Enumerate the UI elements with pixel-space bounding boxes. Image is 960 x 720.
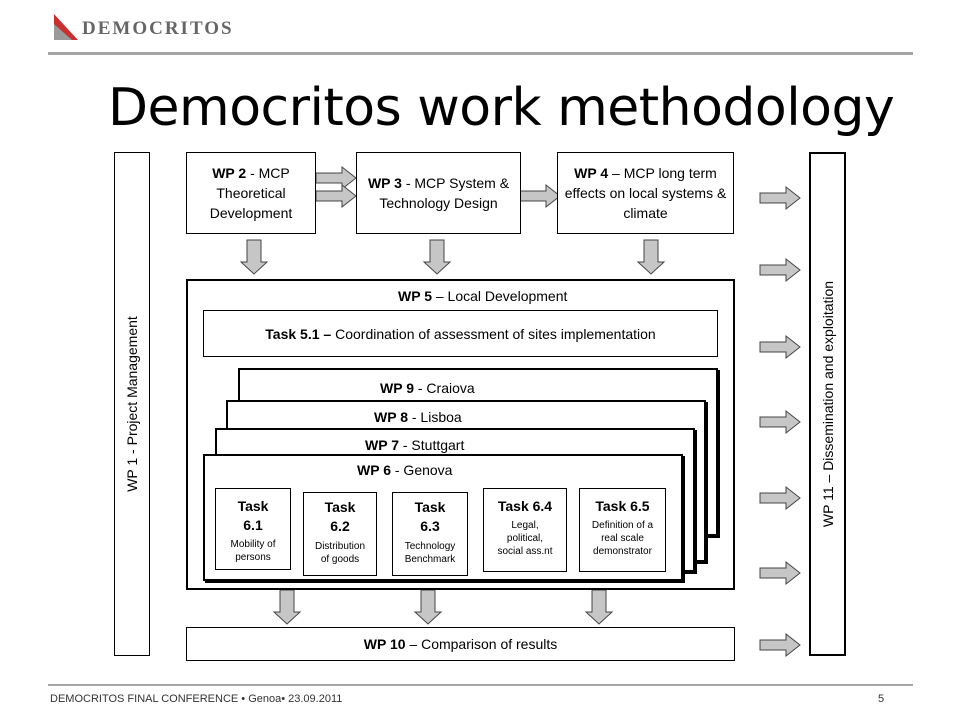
arrow-right-icon [759,258,801,282]
page-title: Democritos work methodology [108,78,895,138]
arrow-right-icon [759,410,801,434]
wp4-id: WP 4 [574,165,609,181]
wp8-title: WP 8 - Lisboa [374,409,462,425]
wp1-label: WP 1 - Project Management [124,316,140,492]
arrow-right-icon [759,561,801,585]
task-6-4-id: Task 6.4 [497,498,553,514]
wp9-id: WP 9 [380,380,414,396]
task-5-1-box: Task 5.1 – Coordination of assessment of… [203,310,718,357]
wp8-id: WP 8 [374,409,408,425]
arrow-right-icon [759,186,801,210]
wp2-text: - MCP Theoretical Development [209,165,293,221]
logo-mark-icon [54,14,78,40]
wp5-text: – Local Development [431,288,568,304]
task-6-4-desc: Legal, political, social ass.nt [497,520,553,557]
wp10-text: – Comparison of results [405,636,558,652]
task-6-1-desc: Mobility of persons [230,539,276,563]
democritos-logo: DEMOCRITOS [52,12,302,44]
wp3-id: WP 3 [367,175,402,191]
arrow-right-icon [759,335,801,359]
wp7-title: WP 7 - Stuttgart [365,437,464,453]
logo-text: DEMOCRITOS [82,18,234,39]
task-6-4: Task 6.4 Legal, political, social ass.nt [483,488,567,572]
arrow-right-icon [315,184,357,208]
wp4-box: WP 4 – MCP long term effects on local sy… [557,152,734,234]
wp5-id: WP 5 [398,288,432,304]
wp4-text: – MCP long term effects on local systems… [564,165,727,221]
wp9-title: WP 9 - Craiova [380,380,475,396]
arrow-down-icon [273,589,301,625]
task-6-5-id: Task 6.5 [595,498,650,514]
wp7-id: WP 7 [365,437,399,453]
task-6-2: Task 6.2 Distribution of goods [303,492,377,576]
wp3-text: - MCP System & Technology Design [379,175,510,211]
wp2-id: WP 2 [212,165,247,181]
arrow-right-icon [315,166,357,190]
page-number: 5 [878,693,885,705]
wp10-id: WP 10 [363,636,406,652]
wp8-text: - Lisboa [407,409,462,425]
task-6-1-id: Task 6.1 [237,498,269,533]
task-6-3-id: Task 6.3 [414,499,446,534]
wp6-id: WP 6 [357,462,391,478]
arrow-down-icon [240,239,268,275]
arrow-down-icon [637,239,665,275]
wp6-title: WP 6 - Genova [357,462,452,478]
footer-text: DEMOCRITOS FINAL CONFERENCE • Genoa• 23.… [50,693,343,705]
wp7-text: - Stuttgart [398,437,465,453]
task-6-2-desc: Distribution of goods [314,541,366,565]
wp10-box: WP 10 – Comparison of results [186,627,735,661]
arrow-right-icon [759,486,801,510]
footer-rule [48,684,913,686]
wp6-text: - Genova [390,462,453,478]
task-6-1: Task 6.1 Mobility of persons [215,488,291,570]
arrow-down-icon [414,589,442,625]
arrow-right-icon [519,184,561,208]
task51-id: Task 5.1 – [265,325,332,342]
header-rule [48,52,913,55]
task-6-2-id: Task 6.2 [324,499,356,534]
task-6-3-desc: Technology Benchmark [404,541,456,565]
task-6-3: Task 6.3 Technology Benchmark [392,492,468,576]
wp11-dissemination: WP 11 – Dissemination and exploitation [809,152,846,656]
wp9-text: - Craiova [413,380,475,396]
wp11-label: WP 11 – Dissemination and exploitation [819,280,836,528]
wp1-project-management: WP 1 - Project Management [114,152,150,656]
task51-text: Coordination of assessment of sites impl… [331,325,656,342]
wp5-title: WP 5 – Local Development [398,288,567,304]
task-6-5-desc: Definition of a real scale demonstrator [591,520,654,557]
arrow-down-icon [585,589,613,625]
arrow-down-icon [423,239,451,275]
arrow-right-icon [759,633,801,657]
wp3-box: WP 3 - MCP System & Technology Design [356,152,521,234]
wp2-box: WP 2 - MCP Theoretical Development [186,152,316,234]
task-6-5: Task 6.5 Definition of a real scale demo… [579,488,666,572]
